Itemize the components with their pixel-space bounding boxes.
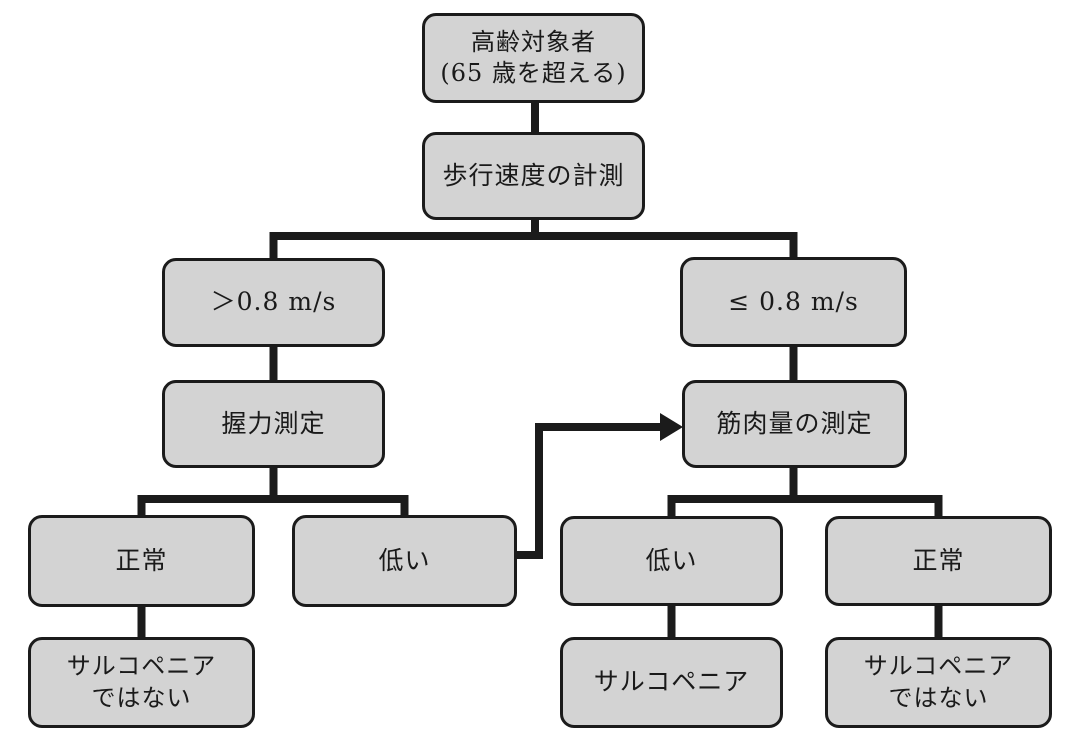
node-slow-label: ≤ 0.8 m/s bbox=[728, 286, 859, 316]
edge-griplow-muscle-arrow-line bbox=[514, 423, 662, 559]
node-not-sarcopenia-right-line1: サルコペニア bbox=[863, 652, 1014, 681]
node-muscle-low-label: 低い bbox=[645, 545, 698, 575]
node-gait-label: 歩行速度の計測 bbox=[442, 160, 625, 190]
node-elderly-line2: (65 歳を超える) bbox=[440, 59, 627, 87]
node-grip-low: 低い bbox=[292, 515, 517, 607]
node-grip-label: 握力測定 bbox=[221, 408, 326, 438]
node-grip-normal-label: 正常 bbox=[115, 545, 168, 575]
node-gait-slow: ≤ 0.8 m/s bbox=[680, 257, 907, 347]
node-sarcopenia-label: サルコペニア bbox=[593, 667, 750, 697]
node-not-sarcopenia-left: サルコペニア ではない bbox=[28, 637, 255, 728]
node-sarcopenia: サルコペニア bbox=[560, 637, 783, 728]
node-not-sarcopenia-left-line1: サルコペニア bbox=[66, 652, 217, 681]
node-muscle-label: 筋肉量の測定 bbox=[716, 408, 873, 438]
node-elderly-subjects: 高齢対象者 (65 歳を超える) bbox=[422, 13, 645, 103]
node-not-sarcopenia-left-line2: ではない bbox=[91, 683, 192, 712]
edge-muscle-branch-bar bbox=[667, 495, 943, 519]
node-muscle-normal: 正常 bbox=[825, 516, 1052, 606]
node-grip-normal: 正常 bbox=[28, 515, 255, 607]
edge-gait-branch-bar bbox=[269, 232, 798, 260]
node-fast-label: ＞0.8 m/s bbox=[210, 287, 337, 317]
node-grip-strength-measurement: 握力測定 bbox=[162, 380, 385, 468]
node-muscle-mass-measurement: 筋肉量の測定 bbox=[682, 380, 907, 468]
node-grip-low-label: 低い bbox=[378, 545, 431, 575]
node-not-sarcopenia-right: サルコペニア ではない bbox=[825, 637, 1052, 728]
node-muscle-normal-label: 正常 bbox=[912, 545, 965, 575]
node-elderly-line1: 高齢対象者 bbox=[471, 27, 596, 56]
node-gait-speed-measurement: 歩行速度の計測 bbox=[422, 132, 645, 220]
node-gait-fast: ＞0.8 m/s bbox=[162, 258, 385, 347]
edge-grip-branch-bar bbox=[137, 495, 409, 518]
node-muscle-low: 低い bbox=[560, 516, 783, 606]
arrowhead-into-muscle bbox=[660, 413, 683, 441]
node-not-sarcopenia-right-line2: ではない bbox=[888, 683, 989, 712]
